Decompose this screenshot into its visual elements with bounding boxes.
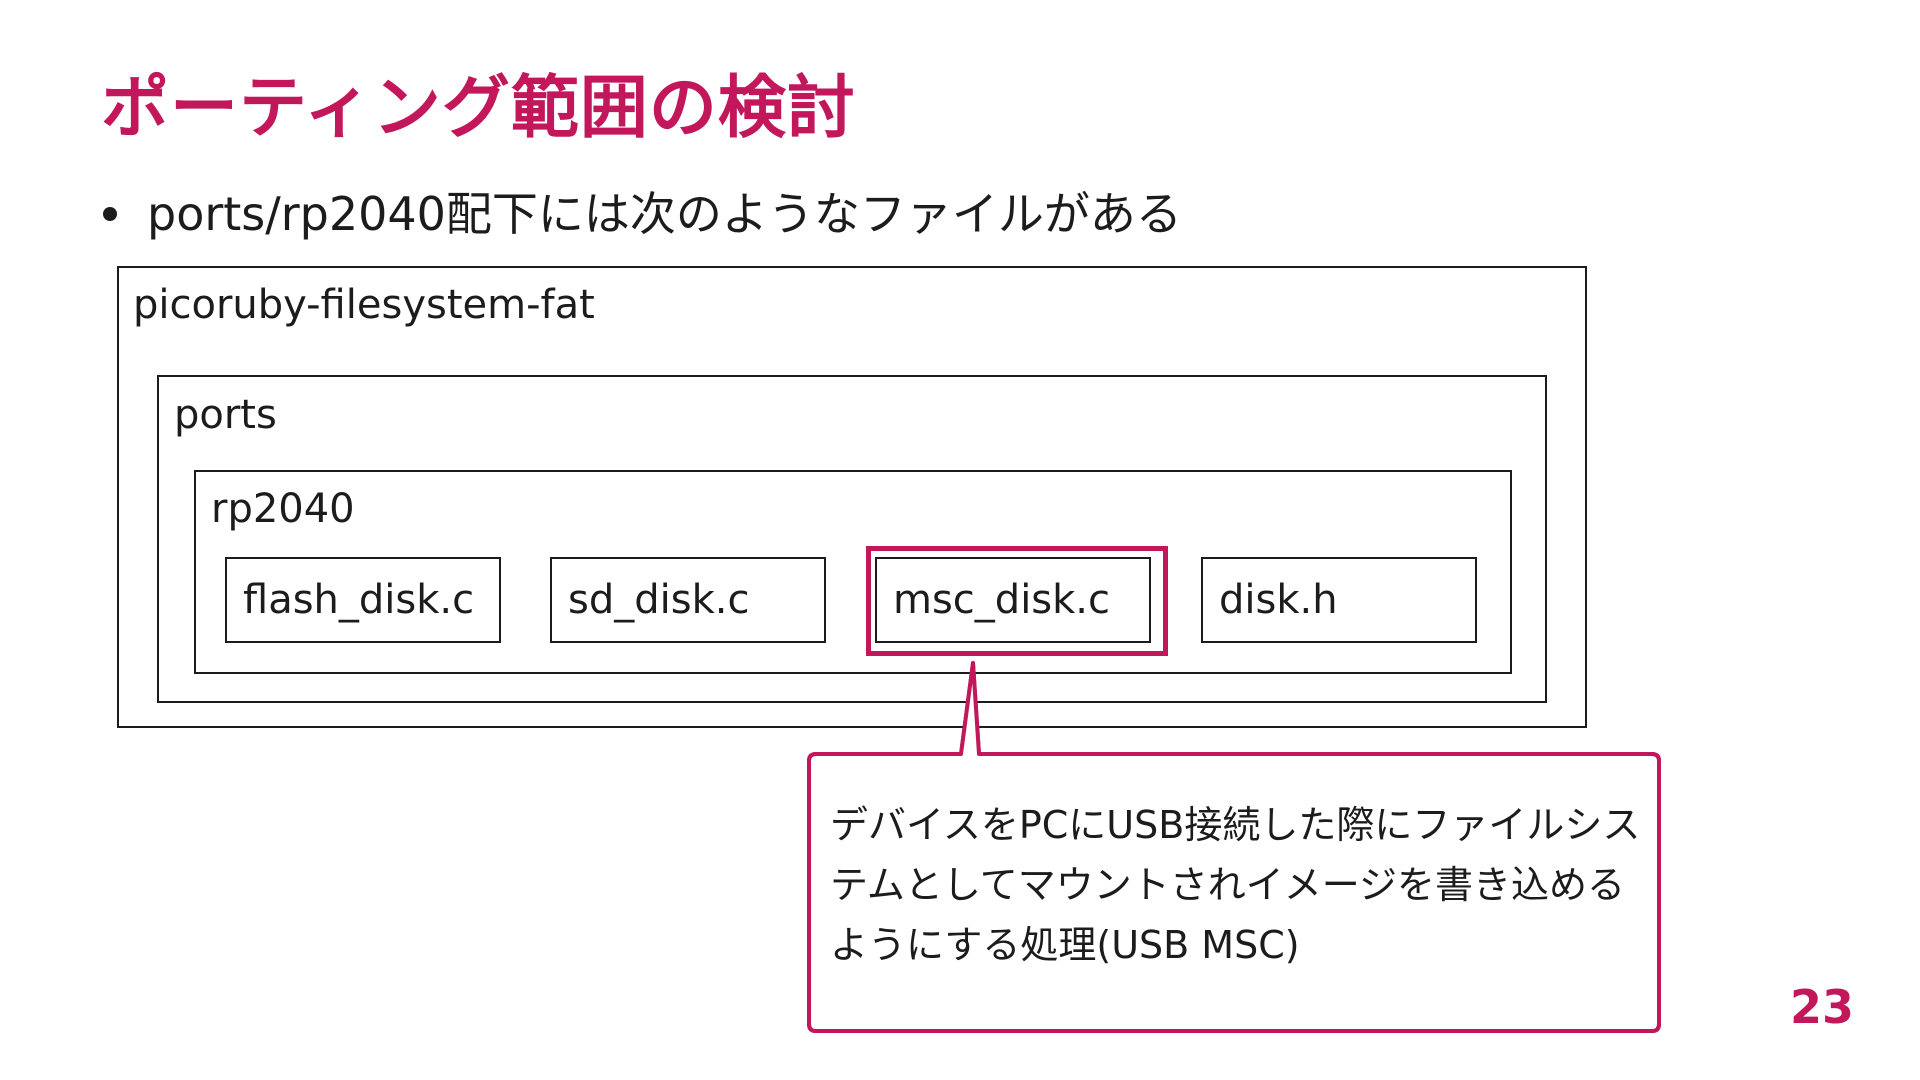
file-disk-h: disk.h xyxy=(1201,557,1477,643)
file-msc-disk: msc_disk.c xyxy=(875,557,1151,643)
file-flash-disk: flash_disk.c xyxy=(225,557,501,643)
msc-disk-highlight xyxy=(866,546,1168,656)
ports-directory-label: ports xyxy=(174,392,277,438)
bullet-dot-icon xyxy=(103,206,117,221)
slide-title: ポーティング範囲の検討 xyxy=(101,69,856,148)
outer-directory-label: picoruby-filesystem-fat xyxy=(133,282,595,328)
bullet-text: ports/rp2040配下には次のようなファイルがある xyxy=(147,187,1182,241)
file-sd-disk: sd_disk.c xyxy=(550,557,826,643)
page-number: 23 xyxy=(1790,980,1855,1034)
callout-text: デバイスをPCにUSB接続した際にファイルシステムとしてマウントされイメージを書… xyxy=(830,803,1641,967)
bullet-item: ports/rp2040配下には次のようなファイルがある xyxy=(103,178,1182,244)
rp2040-directory-label: rp2040 xyxy=(211,486,355,532)
